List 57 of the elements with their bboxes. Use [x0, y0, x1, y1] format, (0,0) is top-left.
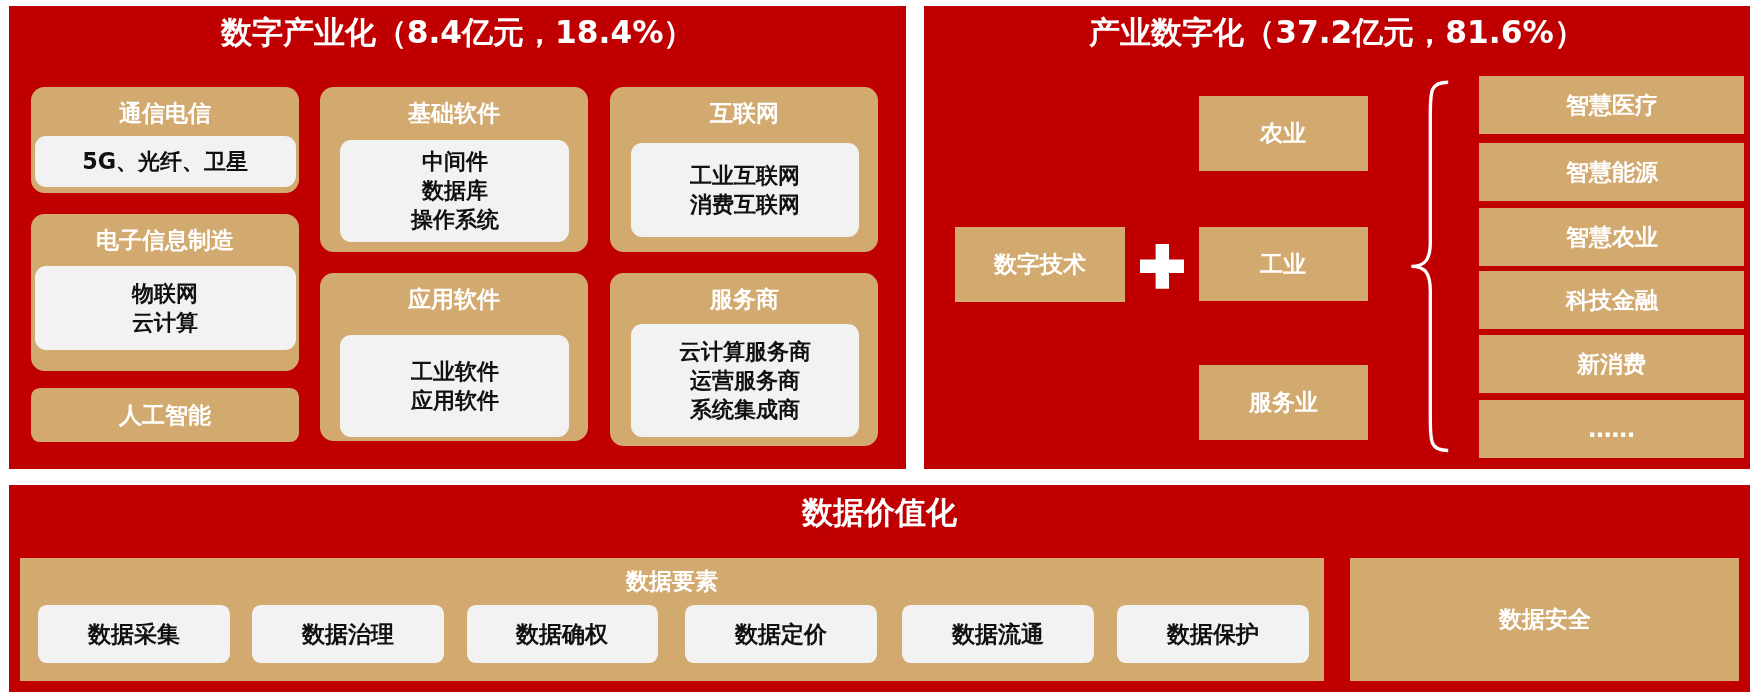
category-card [20, 558, 1324, 681]
category-box: 新消费 [1478, 334, 1745, 393]
item-tag: 数据保护 [1117, 604, 1310, 663]
category-card [31, 87, 300, 194]
category-heading: 服务商 [708, 284, 780, 316]
item-text: 中间件 [421, 147, 488, 177]
section-panel [8, 485, 1750, 692]
item-text: 运营服务商 [689, 366, 800, 396]
item-text: 云计算服务商 [678, 337, 811, 367]
category-heading: 互联网 [708, 98, 780, 130]
category-box: 数据安全 [1350, 558, 1739, 681]
item-list-box [340, 334, 570, 438]
item-text: 5G、光纤、卫星 [82, 147, 249, 177]
category-card [320, 87, 589, 253]
category-box: 智慧能源 [1478, 142, 1745, 201]
panel-title: 数据价值化 [800, 493, 958, 533]
item-tag: 数据确权 [466, 604, 659, 663]
category-card [320, 273, 589, 441]
category-box: 工业 [1198, 226, 1369, 302]
category-heading: 电子信息制造 [95, 225, 236, 257]
category-heading: 数据要素 [624, 565, 719, 597]
item-text: 操作系统 [410, 205, 499, 235]
panel-title: 产业数字化（37.2亿元，81.6%） [1088, 13, 1586, 53]
category-box: 服务业 [1198, 364, 1369, 440]
category-box: 智慧医疗 [1478, 75, 1745, 134]
item-list-box [34, 265, 296, 351]
category-heading: 通信电信 [118, 98, 213, 130]
item-text: 物联网 [132, 279, 199, 308]
item-list-box [630, 323, 860, 438]
item-tag: 数据治理 [252, 604, 445, 663]
panel-title: 数字产业化（8.4亿元，18.4%） [219, 13, 696, 53]
category-card [610, 87, 879, 253]
item-text: 消费互联网 [689, 189, 800, 219]
item-tag: 数据流通 [901, 604, 1094, 663]
item-text: 应用软件 [410, 386, 499, 416]
category-box: 农业 [1198, 95, 1369, 171]
category-box: 数字技术 [955, 226, 1125, 303]
section-panel [924, 5, 1750, 469]
item-list-box [340, 139, 570, 243]
category-box: 科技金融 [1478, 271, 1745, 330]
item-tag: 数据采集 [37, 604, 230, 663]
category-heading: 基础软件 [407, 98, 502, 130]
category-box: 人工智能 [31, 388, 300, 442]
item-tag: 数据定价 [685, 604, 878, 663]
item-text: 工业互联网 [689, 160, 800, 190]
item-list-box [34, 136, 296, 188]
category-box: 智慧农业 [1478, 207, 1745, 266]
item-text: 系统集成商 [689, 395, 800, 425]
category-card [31, 214, 300, 371]
item-list-box [630, 142, 860, 237]
category-heading: 应用软件 [407, 284, 502, 316]
item-text: 数据库 [421, 176, 488, 206]
section-panel [8, 5, 907, 469]
category-box: …… [1478, 399, 1745, 458]
item-text: 工业软件 [410, 357, 499, 387]
item-text: 云计算 [132, 308, 199, 337]
category-card [610, 273, 879, 447]
